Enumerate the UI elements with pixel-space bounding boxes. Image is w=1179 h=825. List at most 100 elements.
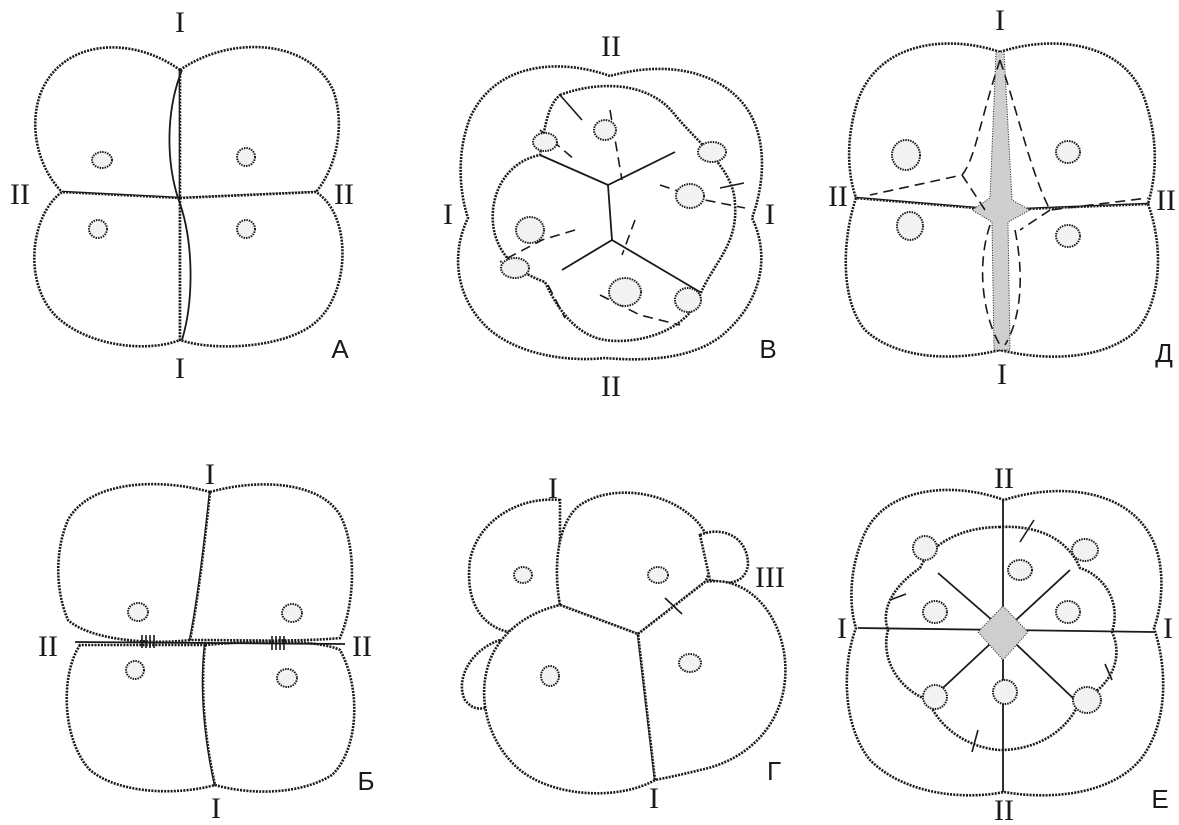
panel-b-cell-top-right xyxy=(188,483,354,642)
panel-a-nucleus xyxy=(91,151,113,169)
panel-e-nucleus xyxy=(922,684,948,710)
panel-e-nucleus xyxy=(1072,686,1102,714)
panel-d-cell-top-right xyxy=(998,42,1157,212)
panel-e-nucleus xyxy=(1055,600,1081,624)
panel-d-cell-top-left xyxy=(847,42,1002,212)
panel-e-letter: Е xyxy=(1151,784,1168,814)
panel-g-nucleus xyxy=(647,566,669,584)
panel-d-nucleus xyxy=(1055,140,1081,164)
panel-d-nucleus xyxy=(1055,224,1081,248)
panel-b-nucleus xyxy=(276,668,298,688)
panel-g-letter: Г xyxy=(767,756,781,786)
panel-g-top-label: I xyxy=(548,472,558,505)
panel-e-nucleus xyxy=(1007,559,1033,581)
panel-b-bottom-label: I xyxy=(211,792,221,825)
panel-d-hidden-boundaries xyxy=(869,59,1149,346)
panel-e-spindle-tick xyxy=(1019,519,1035,543)
panel-g-cell-bottom-right xyxy=(636,579,787,782)
panel-d-right-label: II xyxy=(1156,184,1176,217)
panel-b-equator xyxy=(74,641,346,645)
panel-b-cytoplasm-bridge xyxy=(141,635,285,650)
panel-a: I I II II А xyxy=(10,6,354,385)
panel-e-polar-body xyxy=(977,605,1029,661)
panel-a-letter: А xyxy=(331,334,349,364)
panel-d-cell-bottom-right xyxy=(998,202,1160,358)
panel-g-cell-small-right xyxy=(698,530,750,585)
panel-a-cell-top-right xyxy=(178,45,341,200)
panel-b-letter: Б xyxy=(357,766,374,796)
panel-d-polar-furrow xyxy=(971,51,1032,351)
panel-e-nucleus xyxy=(922,600,948,624)
panel-v-spindle-tick xyxy=(559,94,583,121)
panel-e-top-label: II xyxy=(994,462,1014,495)
panel-d-cell-bottom-left xyxy=(844,196,1002,358)
panel-g-nucleus xyxy=(513,566,533,584)
panel-e-spindle-tick xyxy=(889,593,907,601)
panel-v-nucleus xyxy=(500,257,530,279)
panel-e-nucleus xyxy=(1071,538,1099,562)
panel-e-spindle-tick xyxy=(971,729,979,753)
panel-b-nucleus xyxy=(281,603,303,623)
panel-v-nucleus xyxy=(532,132,558,152)
panel-g-cell-bottom-left xyxy=(482,603,657,795)
panel-v-nucleus xyxy=(675,183,705,209)
panel-e: II II I I Е xyxy=(837,462,1173,825)
panel-v-cell-boundary xyxy=(539,151,701,293)
panel-e-spindle-tick xyxy=(1104,663,1113,681)
panel-d-nucleus xyxy=(896,211,924,241)
panel-a-furrow-left xyxy=(168,69,183,199)
panel-g-right-label: III xyxy=(755,561,785,594)
panel-v: II II I I В xyxy=(443,30,777,403)
panel-d-nucleus xyxy=(891,139,921,171)
panel-b-left-label: II xyxy=(38,630,58,663)
panel-v-letter: В xyxy=(759,334,776,364)
panel-b-top-label: I xyxy=(205,458,215,491)
panel-e-right-label: I xyxy=(1163,612,1173,645)
panel-b-right-label: II xyxy=(352,630,372,663)
panel-v-hidden-boundaries xyxy=(499,109,746,326)
panel-a-cell-bottom-right xyxy=(178,190,344,348)
panel-a-furrow-right xyxy=(177,197,192,341)
panel-a-top-label: I xyxy=(175,6,185,39)
panel-d-left-label: II xyxy=(828,180,848,213)
panel-a-cell-bottom-left xyxy=(33,190,182,348)
panel-d-bottom-label: I xyxy=(997,358,1007,391)
panel-b-cell-top-left xyxy=(57,482,212,644)
panel-g: I I III Г xyxy=(460,472,787,815)
panel-e-bottom-label: II xyxy=(994,794,1014,825)
panel-a-nucleus xyxy=(236,147,256,167)
panel-d-letter: Д xyxy=(1155,338,1173,368)
panel-v-top-label: II xyxy=(601,30,621,63)
panel-v-nucleus xyxy=(697,141,727,163)
panel-e-inner-boundaries xyxy=(929,569,1076,701)
panel-b-cell-bottom-right xyxy=(201,640,356,793)
panel-b-nucleus xyxy=(127,602,149,622)
panel-v-right-label: I xyxy=(765,198,775,231)
panel-d: I I II II Д xyxy=(828,4,1176,391)
panel-v-spindle-tick xyxy=(719,182,745,189)
panel-v-bottom-label: II xyxy=(601,370,621,403)
panel-g-nucleus xyxy=(678,653,702,673)
panel-a-bottom-label: I xyxy=(175,352,185,385)
panel-a-nucleus xyxy=(88,219,108,239)
panel-g-nucleus xyxy=(540,665,560,687)
panel-g-spindle-tick xyxy=(664,597,683,615)
panel-a-cell-top-left xyxy=(33,46,182,200)
panel-a-left-label: II xyxy=(10,178,30,211)
panel-v-nucleus xyxy=(515,216,545,244)
panel-e-nucleus xyxy=(912,535,938,561)
panel-a-nucleus xyxy=(236,219,256,239)
panel-v-left-label: I xyxy=(443,198,453,231)
panel-e-left-label: I xyxy=(837,612,847,645)
panel-b: I I II II Б xyxy=(38,458,375,825)
panel-a-right-label: II xyxy=(334,178,354,211)
panel-b-nucleus xyxy=(125,660,145,680)
panel-v-nucleus xyxy=(608,277,642,307)
panel-v-nucleus xyxy=(593,119,617,141)
panel-e-nucleus xyxy=(992,679,1018,705)
panel-g-bottom-label: I xyxy=(649,782,659,815)
panel-g-cell-left xyxy=(467,498,562,634)
panel-v-nucleus xyxy=(674,287,702,313)
panel-d-top-label: I xyxy=(995,4,1005,37)
